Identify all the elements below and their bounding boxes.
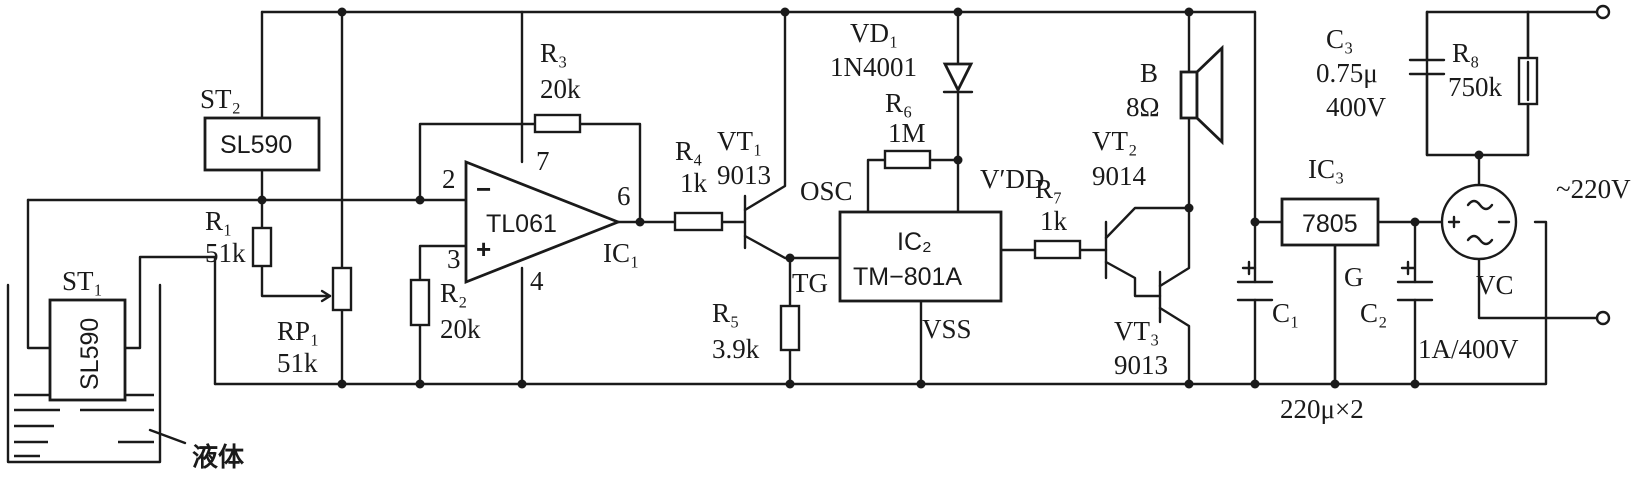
r8-label: R₈ [1452, 38, 1479, 68]
rp1-wiper-arrow [320, 289, 332, 303]
r7-value: 1k [1040, 206, 1068, 236]
ic2-type: TM−801A [853, 263, 962, 291]
pin2-label: 2 [442, 164, 456, 194]
ic2-label: IC₂ [897, 228, 932, 256]
r3-resistor [533, 113, 582, 134]
liquid-label: 液体 [192, 443, 245, 473]
c1-capacitor [1236, 260, 1274, 302]
vt3-value: 9013 [1114, 350, 1168, 380]
ic3-type: 7805 [1302, 210, 1358, 238]
opamp-ic1 [464, 159, 622, 285]
c2-capacitor [1396, 260, 1434, 302]
r8-value: 750k [1448, 72, 1503, 102]
pin4-label: 4 [530, 266, 544, 296]
r1-value: 51k [205, 238, 246, 268]
terminal-bottom [1595, 310, 1611, 326]
r5-value: 3.9k [712, 334, 760, 364]
r7-resistor [1033, 239, 1082, 260]
pin7-label: 7 [536, 146, 550, 176]
r2-label: R₂ [440, 278, 467, 308]
c2-label: C₂ [1360, 298, 1387, 328]
opamp-minus: − [476, 174, 491, 204]
vd1-label: VD₁ [850, 18, 898, 48]
r5-resistor [779, 304, 801, 352]
c3-label: C₃ [1326, 24, 1353, 54]
vc-value: 1A/400V [1418, 334, 1519, 364]
vt2-label: VT₂ [1092, 126, 1137, 156]
c-value: 220μ×2 [1280, 394, 1364, 424]
st2-label: ST₂ [200, 84, 241, 114]
r5-label: R₅ [712, 298, 739, 328]
labels: ST₂ SL590 ST₁ SL590 液体 R₁ 51k RP₁ 51k R₃… [62, 18, 1631, 473]
pin6-label: 6 [617, 181, 631, 211]
wires [26, 10, 1598, 386]
speaker-value: 8Ω [1126, 92, 1160, 122]
junction-dots [257, 7, 1484, 389]
r3-label: R₃ [540, 38, 567, 68]
vt1-value: 9013 [717, 160, 771, 190]
st2-chip-label: SL590 [220, 131, 292, 159]
r4-label: R₄ [675, 136, 702, 166]
vss-label: VSS [922, 314, 972, 344]
r2-value: 20k [440, 314, 481, 344]
vd1-value: 1N4001 [830, 52, 917, 82]
terminal-top [1595, 4, 1611, 20]
ic3-label: IC₃ [1308, 154, 1344, 184]
r2-resistor [409, 278, 431, 327]
r1-label: R₁ [205, 206, 232, 236]
vt3-label: VT₃ [1114, 316, 1159, 346]
opamp-plus: + [476, 234, 491, 264]
vc-label: VC [1476, 270, 1514, 300]
bridge-rectifier-vc [1440, 183, 1518, 261]
r6-resistor [883, 149, 932, 170]
r6-value: 1M [888, 118, 926, 148]
r6-label: R₆ [885, 88, 912, 118]
ic1-label: IC₁ [603, 238, 639, 268]
opamp-type: TL061 [486, 210, 557, 238]
st1-sensor [48, 298, 127, 402]
c1-label: C₁ [1272, 298, 1299, 328]
r4-resistor [673, 211, 724, 232]
c3-capacitor [1408, 58, 1446, 76]
pin3-label: 3 [447, 244, 461, 274]
rp1-potentiometer [331, 266, 353, 312]
vd1-diode [942, 62, 974, 94]
osc-label: OSC [800, 176, 853, 206]
vt1-label: VT₁ [717, 126, 762, 156]
r7-label: R₇ [1035, 174, 1062, 204]
st1-chip-label: SL590 [76, 318, 104, 390]
tg-label: TG [792, 268, 828, 298]
rp1-value: 51k [277, 348, 318, 378]
speaker-b [1179, 44, 1224, 146]
ic2-chip [838, 210, 1003, 303]
r3-value: 20k [540, 74, 581, 104]
ground-label: G [1344, 262, 1364, 292]
c3-value: 0.75μ [1316, 58, 1378, 88]
vdd-label: V′DD [980, 164, 1044, 194]
c3-voltage: 400V [1326, 92, 1387, 122]
ic3-regulator [1280, 197, 1380, 247]
vt2-value: 9014 [1092, 161, 1147, 191]
r1-resistor [251, 226, 273, 268]
st1-label: ST₁ [62, 266, 103, 296]
st2-sensor [203, 116, 321, 172]
rp1-label: RP₁ [277, 316, 319, 346]
ac-input-label: ~220V [1556, 174, 1631, 204]
speaker-label: B [1140, 58, 1158, 88]
r4-value: 1k [680, 168, 708, 198]
